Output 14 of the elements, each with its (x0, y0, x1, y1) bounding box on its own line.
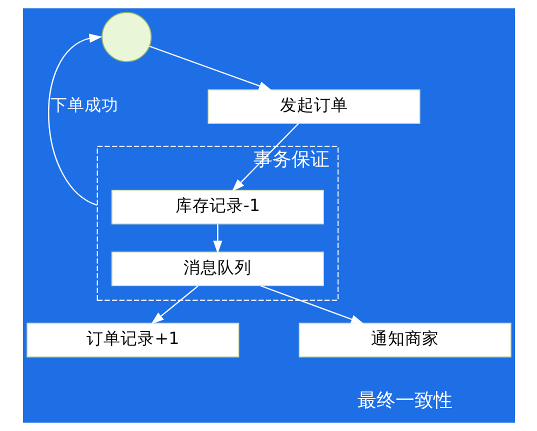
arrow (212, 224, 222, 254)
node-box: 消息队列 (110, 252, 324, 286)
label: 最终一致性 (357, 390, 452, 412)
edge-label: 下单成功 (50, 94, 118, 115)
arrow (231, 123, 298, 192)
arrow (48, 34, 102, 206)
node-box: 订单记录+1 (26, 322, 239, 358)
node-box: 库存记录-1 (110, 190, 324, 224)
node-box: 通知商家 (298, 322, 511, 358)
arrow (150, 285, 198, 324)
arrow (148, 46, 272, 90)
arrow (260, 285, 364, 324)
node-box: 发起订单 (207, 89, 420, 124)
node-circle (101, 12, 152, 62)
